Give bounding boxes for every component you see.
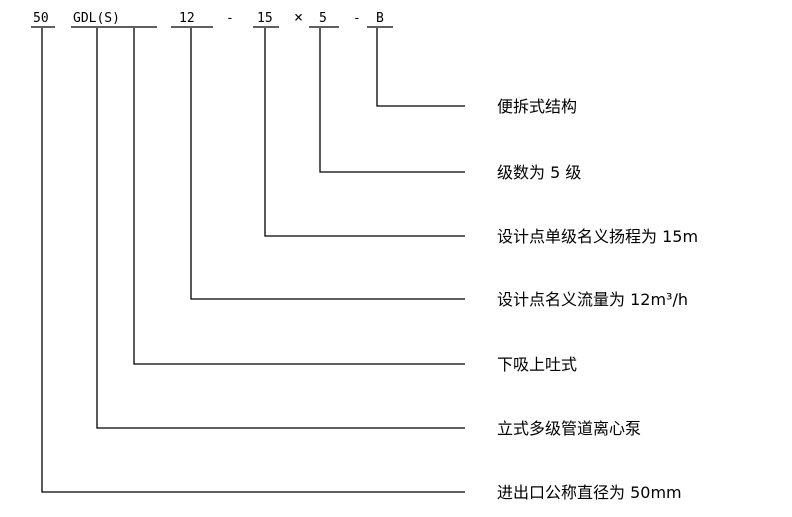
code-dash-2: - <box>353 11 361 26</box>
desc-caliber: 进出口公称直径为 50mm <box>497 483 682 502</box>
model-code: 50 GDL(S) 12 - 15 × 5 - B <box>33 8 384 26</box>
leader-pump-type <box>96 28 465 429</box>
leader-stages <box>319 28 465 173</box>
desc-stages: 级数为 5 级 <box>497 163 581 182</box>
desc-pump-type: 立式多级管道离心泵 <box>497 419 641 438</box>
leader-structure <box>376 28 465 107</box>
code-type: GDL(S) <box>73 11 120 26</box>
desc-structure: 便拆式结构 <box>497 97 577 116</box>
leader-caliber <box>41 28 465 493</box>
leader-lines <box>41 28 465 493</box>
leader-head <box>264 28 465 237</box>
desc-flow: 设计点名义流量为 12m³/h <box>497 290 688 309</box>
code-times: × <box>294 8 303 26</box>
code-dash-1: - <box>226 11 234 26</box>
leader-flow <box>190 28 465 300</box>
desc-head: 设计点单级名义扬程为 15m <box>497 227 698 246</box>
desc-suction: 下吸上吐式 <box>497 355 577 374</box>
code-structure: B <box>376 11 384 26</box>
leader-suction <box>133 28 465 365</box>
code-stages: 5 <box>319 11 327 26</box>
descriptions: 便拆式结构 级数为 5 级 设计点单级名义扬程为 15m 设计点名义流量为 12… <box>497 97 698 502</box>
code-caliber: 50 <box>33 11 49 26</box>
code-head: 15 <box>257 11 273 26</box>
code-flow: 12 <box>179 11 195 26</box>
